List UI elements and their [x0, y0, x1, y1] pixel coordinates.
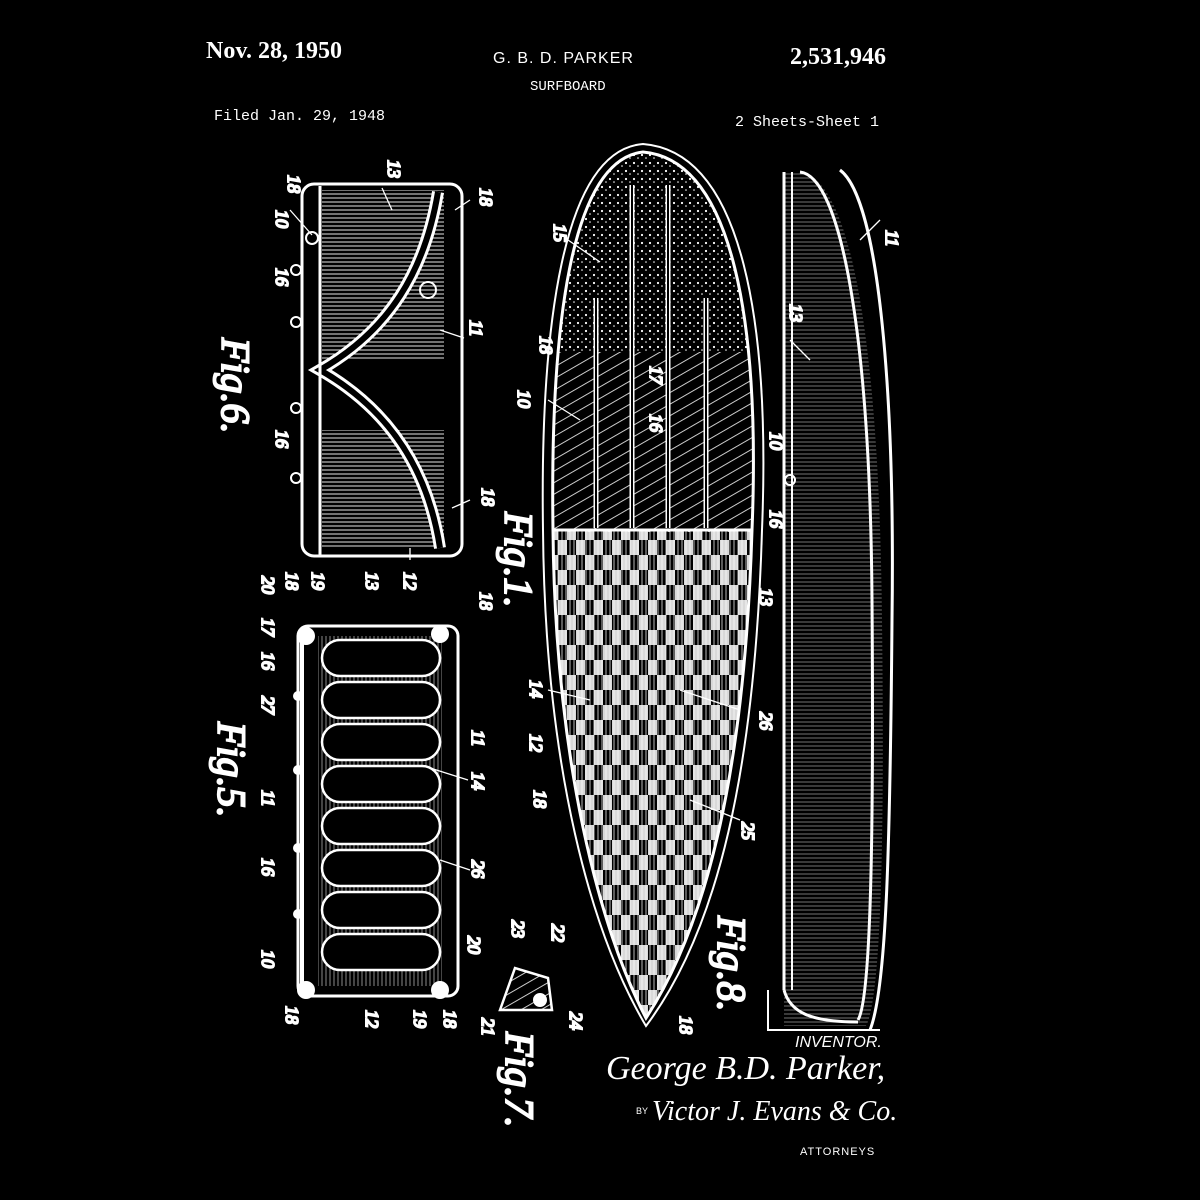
ref-label: 15 — [550, 224, 570, 242]
ref-label: 19 — [410, 1010, 430, 1028]
ref-label: 19 — [308, 572, 328, 590]
ref-label: 18 — [530, 790, 550, 808]
ref-label: 18 — [476, 592, 496, 610]
fig5-title: Fig.5. — [209, 721, 254, 818]
fig7-labels: 23 22 21 24 — [477, 919, 587, 1037]
ref-label: 13 — [384, 160, 404, 178]
ref-label: 18 — [282, 572, 302, 590]
ref-label: 24 — [566, 1012, 586, 1030]
fig8-title: Fig.8. — [709, 915, 754, 1012]
ref-label: 14 — [526, 680, 546, 698]
ref-label: 16 — [272, 430, 292, 448]
ref-label: 18 — [676, 1016, 696, 1034]
ref-label: 20 — [464, 936, 484, 954]
fig1-title: Fig.1. — [496, 511, 541, 608]
inventor-header: G. B. D. PARKER — [493, 50, 634, 67]
ref-label: 22 — [548, 924, 568, 942]
ref-label: 18 — [478, 488, 498, 506]
ref-label: 21 — [478, 1018, 498, 1036]
ref-label: 12 — [400, 572, 420, 590]
fig8-drawing — [767, 168, 894, 1031]
fig8-labels: 13 10 16 11 — [765, 229, 903, 529]
ref-label: 10 — [766, 432, 786, 450]
fig7-title: Fig.7. — [497, 1031, 542, 1128]
sheet-count: 2 Sheets-Sheet 1 — [735, 114, 880, 131]
ref-label: 13 — [786, 304, 806, 322]
attorney-signature: Victor J. Evans & Co. — [652, 1096, 898, 1127]
ref-label: 11 — [466, 320, 486, 337]
ref-label: 23 — [508, 920, 528, 938]
fig6-drawing — [290, 182, 464, 558]
ref-label: 26 — [756, 712, 776, 730]
ref-label: 17 — [646, 366, 666, 385]
inventor-signature: George B.D. Parker, — [606, 1050, 886, 1087]
ref-label: 16 — [258, 652, 278, 670]
fig1-drawing — [541, 142, 765, 1028]
ref-label: 11 — [882, 230, 902, 247]
patent-number: 2,531,946 — [790, 44, 886, 70]
patent-title: SURFBOARD — [530, 79, 606, 95]
ref-label: 25 — [738, 822, 758, 840]
ref-label: 10 — [258, 950, 278, 968]
ref-label: 16 — [258, 858, 278, 876]
ref-label: 10 — [514, 390, 534, 408]
fig6-labels: 18 10 16 16 13 18 11 18 12 — [271, 159, 499, 591]
ref-label: 14 — [468, 772, 488, 790]
ref-label: 12 — [526, 734, 546, 752]
ref-label: 11 — [258, 790, 278, 807]
ref-label: 17 — [258, 618, 278, 637]
ref-label: 13 — [362, 572, 382, 590]
fig5-labels: 20 18 19 17 16 27 11 16 10 18 13 18 11 1… — [257, 571, 497, 1029]
ref-label: 18 — [440, 1010, 460, 1028]
ref-label: 18 — [476, 188, 496, 206]
by-label: BY — [636, 1106, 649, 1116]
ref-label: 16 — [766, 510, 786, 528]
ref-label: 16 — [272, 268, 292, 286]
fig5-drawing — [293, 624, 460, 999]
ref-label: 11 — [468, 730, 488, 747]
ref-label: 18 — [284, 175, 304, 193]
attorneys-label: ATTORNEYS — [800, 1146, 876, 1158]
ref-label: 18 — [282, 1006, 302, 1024]
ref-label: 10 — [272, 210, 292, 228]
inventor-label: INVENTOR. — [795, 1034, 882, 1051]
patent-date: Nov. 28, 1950 — [206, 38, 343, 64]
fig1-labels: 15 18 10 16 17 14 12 18 13 26 25 18 — [513, 223, 777, 1035]
fig6-title: Fig.6. — [213, 337, 258, 434]
ref-label: 12 — [362, 1010, 382, 1028]
ref-label: 13 — [756, 588, 776, 606]
ref-label: 18 — [536, 336, 556, 354]
ref-label: 20 — [258, 576, 278, 594]
ref-label: 16 — [646, 414, 666, 432]
filed-date: Filed Jan. 29, 1948 — [214, 108, 386, 125]
ref-label: 26 — [468, 860, 488, 878]
ref-label: 27 — [258, 696, 278, 715]
fig7-drawing — [498, 966, 554, 1012]
leader-lines — [289, 187, 881, 871]
